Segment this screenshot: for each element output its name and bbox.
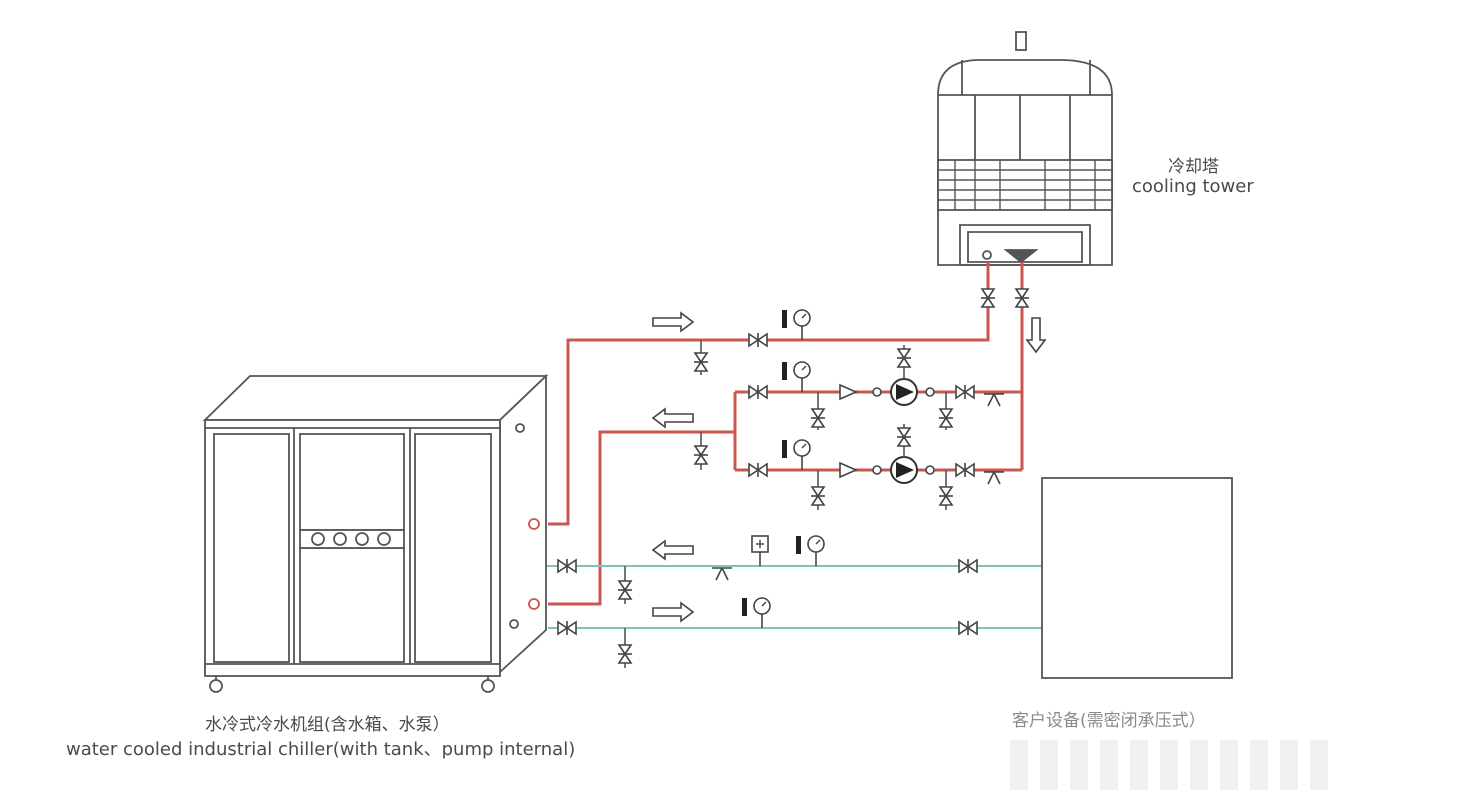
chiller-unit [202,373,549,693]
valve-icon [980,288,996,308]
tower-outlet-pipes [986,262,1024,392]
drain-valve-icon [938,486,954,506]
valve-icon [958,558,978,574]
flow-arrow-left-icon [652,540,694,560]
pressure-gauge-icon [741,597,771,629]
flow-arrow-right-icon [652,312,694,332]
y-strainer-icon [711,567,733,581]
valve-icon [748,332,768,348]
drain-valve-icon [617,580,633,600]
pressure-gauge-icon [795,535,825,567]
valve-icon [958,620,978,636]
valve-icon [748,462,768,478]
valve-icon [955,384,975,400]
y-strainer-icon [983,471,1005,485]
valve-icon [557,558,577,574]
valve-icon [557,620,577,636]
watermark [1010,740,1330,790]
y-strainer-icon [983,393,1005,407]
drain-valve-icon [810,486,826,506]
pressure-gauge-icon [781,361,811,393]
drain-valve-icon [693,352,709,372]
valve-icon [748,384,768,400]
flow-arrow-left-icon [652,408,694,428]
cooling-tower-label-cn: 冷却塔 [1168,157,1219,177]
drain-valve-icon [810,408,826,428]
chiller-label-en: water cooled industrial chiller(with tan… [66,739,576,760]
drain-valve-icon [617,644,633,664]
cooling-tower [937,31,1113,266]
flow-arrow-down-icon [1026,317,1046,353]
chilled-water-pipes [519,420,1042,629]
check-valve-icon [839,384,857,400]
vent-valve-icon [896,348,912,368]
pump-icon [890,378,918,406]
pressure-gauge-icon [781,309,811,341]
pump-icon [890,456,918,484]
valve-icon [955,462,975,478]
drain-valve-icon [938,408,954,428]
customer-equipment-label-cn: 客户设备(需密闭承压式） [1012,711,1206,731]
cooling-tower-label-en: cooling tower [1132,176,1254,197]
customer-equipment-box [1041,477,1233,679]
check-valve-icon [839,462,857,478]
vent-valve-icon [896,427,912,447]
pressure-gauge-icon [781,439,811,471]
flow-arrow-right-icon [652,602,694,622]
pressure-switch-icon [751,535,769,566]
valve-icon [1014,288,1030,308]
chiller-label-cn: 水冷式冷水机组(含水箱、水泵） [205,715,450,735]
drain-valve-icon [693,445,709,465]
